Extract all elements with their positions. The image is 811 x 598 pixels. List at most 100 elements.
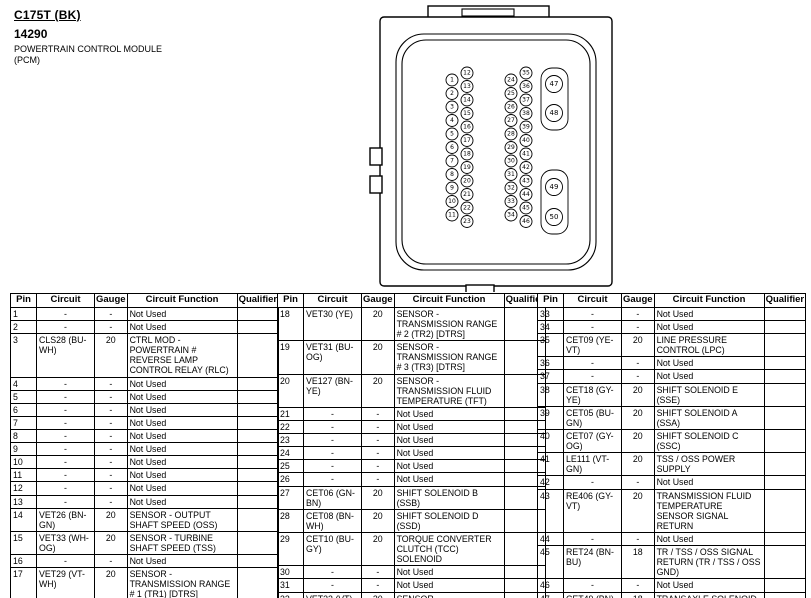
pin-41: 41 [519,147,533,161]
function-cell: Not Used [653,578,765,593]
column-header: Qualifier [503,293,547,308]
pin-row: 5--Not Used [10,389,280,404]
pin-row: 46--Not Used [537,578,807,593]
pin-row: 9--Not Used [10,442,280,457]
circuit-cell: VET26 (BN-GN) [36,507,95,532]
gauge-cell: - [94,554,128,569]
gauge-cell: - [621,578,655,593]
svg-text:7: 7 [450,158,454,165]
circuit-cell: - [563,578,622,593]
function-cell: SENSOR - TRANSMISSION RANGE # 1 (TR1) [D… [126,567,238,598]
pin-row: 1--Not Used [10,306,280,322]
svg-text:12: 12 [463,70,471,77]
gauge-cell: - [361,446,395,461]
circuit-cell: - [36,442,95,457]
function-cell: Not Used [126,376,238,391]
svg-text:17: 17 [463,137,471,144]
circuit-cell: - [36,455,95,470]
column-header: Circuit [563,293,622,308]
column-header: Circuit Function [653,293,765,308]
circuit-cell: - [36,402,95,417]
function-cell: Not Used [126,429,238,444]
function-cell: Not Used [393,472,505,487]
function-cell: Not Used [393,433,505,448]
column-header: Qualifier [236,293,280,308]
gauge-cell: - [361,578,395,593]
circuit-cell: VET29 (VT-WH) [36,567,95,598]
function-cell: SENSOR - TRANSMISSION RANGE # 2 (TR2) [D… [393,306,505,342]
pin-cell: 34 [537,320,564,335]
gauge-cell: - [94,468,128,483]
pin-1: 1 [445,73,459,87]
pin-row: 6--Not Used [10,402,280,417]
pin-row: 13--Not Used [10,494,280,509]
pin-15: 15 [460,107,474,120]
function-cell: Not Used [126,389,238,404]
gauge-cell: 20 [621,429,655,454]
page-header: C175T (BK) 14290 POWERTRAIN CONTROL MODU… [14,8,174,67]
pin-cell: 43 [537,488,564,534]
large-pin-channel-1 [540,67,569,131]
qualifier-cell [236,455,280,470]
pin-cell: 12 [10,481,37,496]
function-cell: SHIFT SOLENOID B (SSB) [393,485,505,510]
gauge-cell: - [361,472,395,487]
pin-26: 26 [504,100,518,114]
pin-row: 16--Not Used [10,554,280,569]
pin-cell: 44 [537,531,564,547]
pin-cell: 16 [10,554,37,569]
pin-33: 33 [504,195,518,208]
gauge-cell: 20 [621,382,655,407]
pin-cell: 18 [277,306,304,342]
function-cell: Not Used [653,475,765,490]
pin-row: 25--Not Used [277,459,547,474]
qualifier-cell [236,415,280,431]
svg-text:11: 11 [448,212,456,219]
connector-bottom-tab [465,284,495,292]
qualifier-cell [236,333,280,378]
pin-12: 12 [460,66,474,80]
pin-29: 29 [504,141,518,154]
pin-19: 19 [460,161,474,174]
pin-cell: 47 [537,591,564,598]
gauge-cell: 20 [361,340,395,375]
svg-text:38: 38 [522,110,530,117]
pin-cell: 6 [10,402,37,417]
pin-row: 47CET49 (BN)18TRANSAXLE SOLENOID POWER C… [537,591,807,598]
pin-cell: 46 [537,578,564,593]
pin-cell: 41 [537,452,564,477]
qualifier-cell [236,402,280,417]
svg-text:37: 37 [522,97,530,104]
svg-text:42: 42 [522,164,530,171]
qualifier-cell [763,405,807,431]
gauge-cell: 20 [361,485,395,510]
connector-left-tab-2 [369,175,383,194]
pin-24: 24 [504,73,518,87]
pin-42: 42 [519,161,533,174]
circuit-cell: - [36,554,95,569]
pin-4: 4 [445,114,459,127]
qualifier-cell [236,468,280,483]
qualifier-cell [763,545,807,580]
pin-30: 30 [504,154,518,168]
pin-47: 47 [545,75,563,93]
pin-cell: 22 [277,420,304,435]
function-cell: SENSOR - TRANSMISSION RANGE # 4 (TR4) [D… [393,591,505,598]
svg-text:40: 40 [522,137,530,144]
svg-text:46: 46 [522,218,530,225]
gauge-cell: 20 [621,488,655,534]
pin-cell: 9 [10,442,37,457]
circuit-cell: - [303,578,362,593]
pin-cell: 3 [10,333,37,378]
pin-row: 30--Not Used [277,565,547,580]
pin-43: 43 [519,174,533,188]
